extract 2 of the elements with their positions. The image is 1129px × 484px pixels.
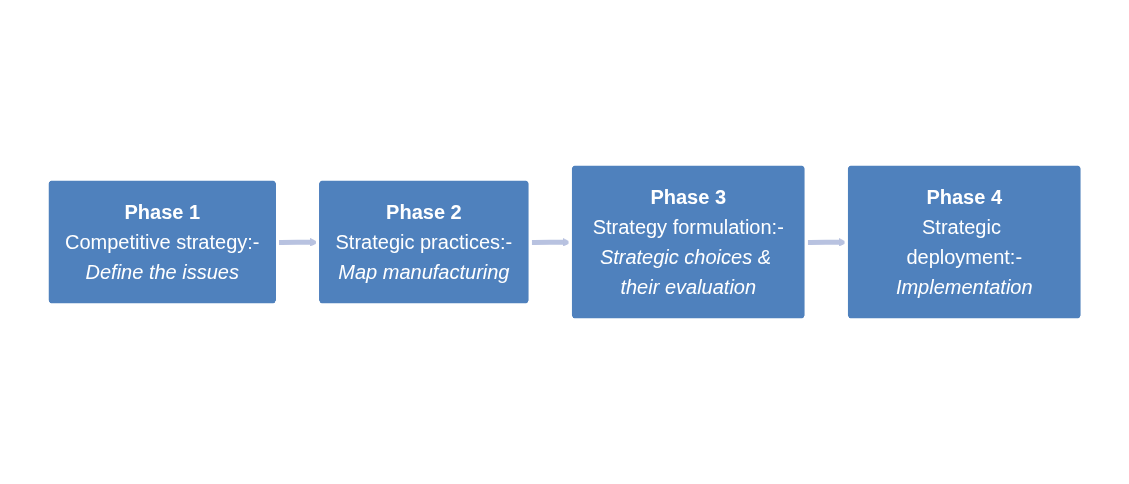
- arrow: [530, 237, 571, 247]
- arrow: [806, 237, 847, 247]
